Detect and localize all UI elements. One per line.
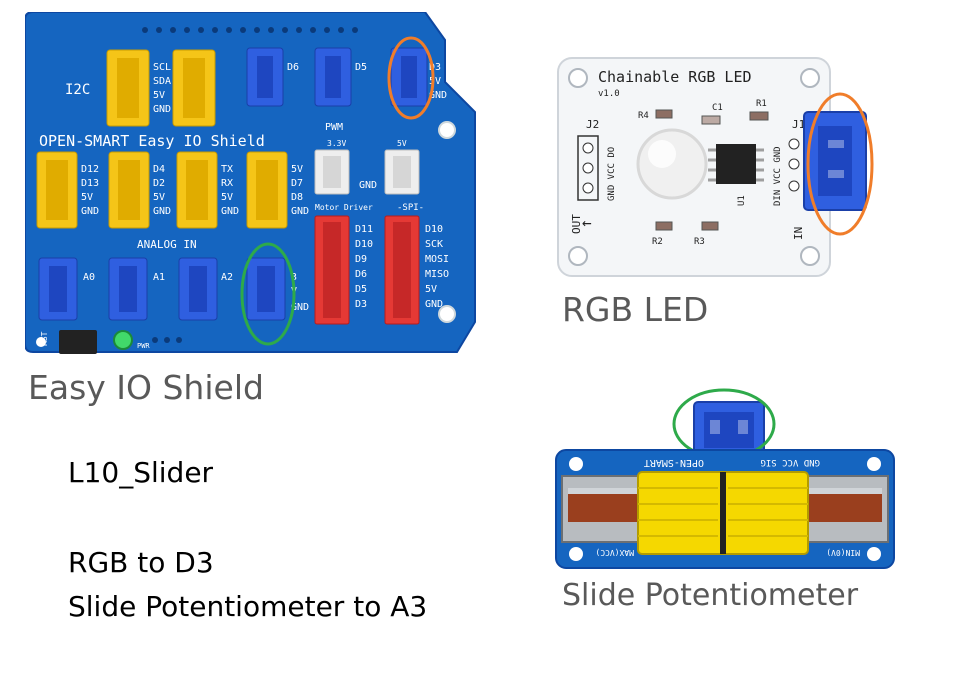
svg-text:D10: D10 — [355, 239, 373, 250]
svg-text:D2: D2 — [153, 178, 165, 189]
rgb-title: Chainable RGB LED — [598, 68, 752, 86]
svg-text:D4: D4 — [153, 164, 165, 175]
rgb-caption: RGB LED — [562, 290, 708, 329]
instruction-potentiometer: Slide Potentiometer to A3 — [68, 590, 427, 623]
svg-text:R4: R4 — [638, 111, 649, 121]
svg-text:D6: D6 — [355, 269, 367, 280]
pwm-connectors — [247, 48, 427, 106]
svg-text:GND: GND — [221, 206, 239, 217]
pot-pin-labels: GND VCC SIG — [760, 457, 820, 467]
rgb-version: v1.0 — [598, 89, 620, 99]
in-label: IN — [792, 227, 805, 240]
volt-label-3v3: 3.3V — [327, 139, 346, 148]
svg-text:TX: TX — [221, 164, 233, 175]
volt-label-gnd: GND — [359, 180, 377, 191]
svg-text:D7: D7 — [291, 178, 303, 189]
analog-in-label: ANALOG IN — [137, 238, 197, 251]
shield-caption: Easy IO Shield — [28, 368, 264, 407]
instruction-rgb: RGB to D3 — [68, 546, 214, 579]
svg-text:A2: A2 — [221, 272, 233, 283]
svg-text:A0: A0 — [83, 272, 95, 283]
svg-text:R2: R2 — [652, 237, 663, 247]
svg-text:GND: GND — [425, 299, 443, 310]
power-led — [114, 331, 132, 349]
svg-text:GND: GND — [291, 206, 309, 217]
svg-text:GND: GND — [153, 206, 171, 217]
svg-text:5V: 5V — [221, 192, 233, 203]
pot-caption: Slide Potentiometer — [562, 578, 858, 613]
spi-label: -SPI- — [397, 203, 424, 213]
pot-max-label: MAX(VCC) — [595, 548, 634, 557]
svg-text:R1: R1 — [756, 99, 767, 109]
svg-text:RX: RX — [221, 178, 233, 189]
svg-text:R3: R3 — [694, 237, 705, 247]
svg-text:SDA: SDA — [153, 76, 171, 87]
pot-min-label: MIN(0V) — [826, 548, 860, 557]
svg-text:←: ← — [582, 213, 592, 232]
j2-label: J2 — [586, 118, 599, 131]
svg-text:5V: 5V — [291, 164, 303, 175]
svg-text:SCK: SCK — [425, 239, 443, 250]
motor-driver-label: Motor Driver — [315, 203, 373, 212]
svg-text:MISO: MISO — [425, 269, 449, 280]
svg-text:GND: GND — [153, 104, 171, 115]
easy-io-shield-board: I2C SCL SDA 5V GND D6 D5 D3 5V GND PWM O… — [25, 12, 495, 362]
shield-title: OPEN-SMART Easy IO Shield — [39, 132, 265, 150]
pwm-label: PWM — [325, 122, 343, 133]
svg-text:D6: D6 — [287, 62, 299, 73]
rgb-led-dome — [638, 130, 706, 198]
slide-potentiometer-board: OPEN-SMART GND VCC SIG MAX(VCC) MIN(0V) — [554, 384, 900, 584]
svg-text:5V: 5V — [153, 90, 165, 101]
reset-button — [59, 330, 97, 354]
svg-text:D5: D5 — [355, 284, 367, 295]
pwr-label: PWR — [137, 342, 150, 350]
svg-text:C1: C1 — [712, 103, 723, 113]
rst-label: RST — [40, 331, 49, 346]
svg-text:D9: D9 — [355, 254, 367, 265]
svg-text:A1: A1 — [153, 272, 165, 283]
lesson-title: L10_Slider — [68, 456, 213, 489]
pot-brand: OPEN-SMART — [644, 457, 704, 468]
svg-text:U1: U1 — [737, 195, 747, 206]
svg-text:5V: 5V — [425, 284, 437, 295]
svg-text:MOSI: MOSI — [425, 254, 449, 265]
svg-text:5V: 5V — [429, 76, 441, 87]
svg-text:D13: D13 — [81, 178, 99, 189]
j2-pin-labels: GND VCC DO — [607, 147, 617, 201]
svg-text:D12: D12 — [81, 164, 99, 175]
rgb-led-board: Chainable RGB LED v1.0 R4 C1 R1 U1 R2 R3… — [556, 56, 876, 284]
i2c-label: I2C — [65, 82, 90, 98]
svg-text:D10: D10 — [425, 224, 443, 235]
svg-text:D11: D11 — [355, 224, 373, 235]
svg-text:5V: 5V — [153, 192, 165, 203]
svg-text:5V: 5V — [81, 192, 93, 203]
rgb-ic-chip — [716, 144, 756, 184]
svg-text:D5: D5 — [355, 62, 367, 73]
svg-text:D3: D3 — [355, 299, 367, 310]
svg-text:GND: GND — [81, 206, 99, 217]
j1-pin-labels: DIN VCC GND — [773, 146, 783, 206]
svg-text:SCL: SCL — [153, 62, 171, 73]
volt-label-5v: 5V — [397, 139, 407, 148]
svg-text:D8: D8 — [291, 192, 303, 203]
